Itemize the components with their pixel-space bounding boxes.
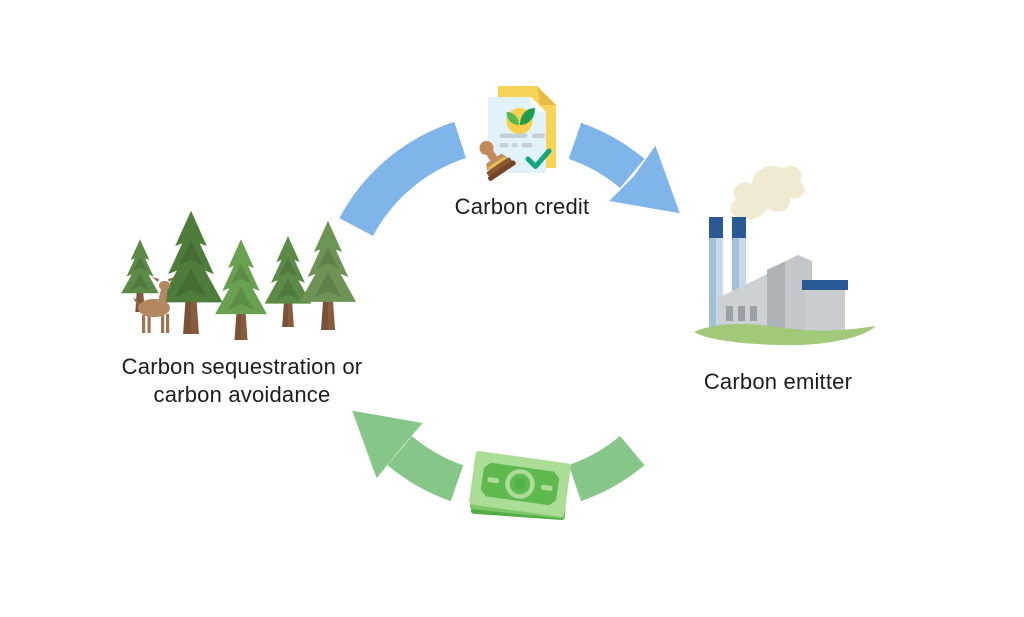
carbon-credit-label: Carbon credit bbox=[454, 194, 590, 219]
payment-flow-arc-right bbox=[568, 435, 645, 502]
credit-flow-arrow-right bbox=[568, 122, 680, 214]
credit-flow-arc-left bbox=[339, 121, 467, 237]
smoke-icon bbox=[730, 165, 805, 220]
checkmark-icon bbox=[525, 148, 552, 169]
money-icon bbox=[469, 450, 571, 520]
certificate-icon bbox=[488, 86, 556, 173]
carbon-sequestration-label-line2: carbon avoidance bbox=[153, 382, 331, 407]
deer-icon bbox=[133, 277, 175, 333]
factory-icon bbox=[694, 165, 876, 346]
carbon-sequestration-label-line1: Carbon sequestration or bbox=[121, 354, 363, 379]
carbon-emitter-label: Carbon emitter bbox=[703, 369, 853, 394]
ground-icon bbox=[694, 324, 876, 346]
carbon-sequestration-label: Carbon sequestration or carbon avoidance bbox=[102, 353, 382, 409]
stamp-icon bbox=[479, 140, 516, 181]
payment-flow-arrow-left bbox=[352, 410, 464, 502]
forest-icon bbox=[121, 210, 357, 340]
